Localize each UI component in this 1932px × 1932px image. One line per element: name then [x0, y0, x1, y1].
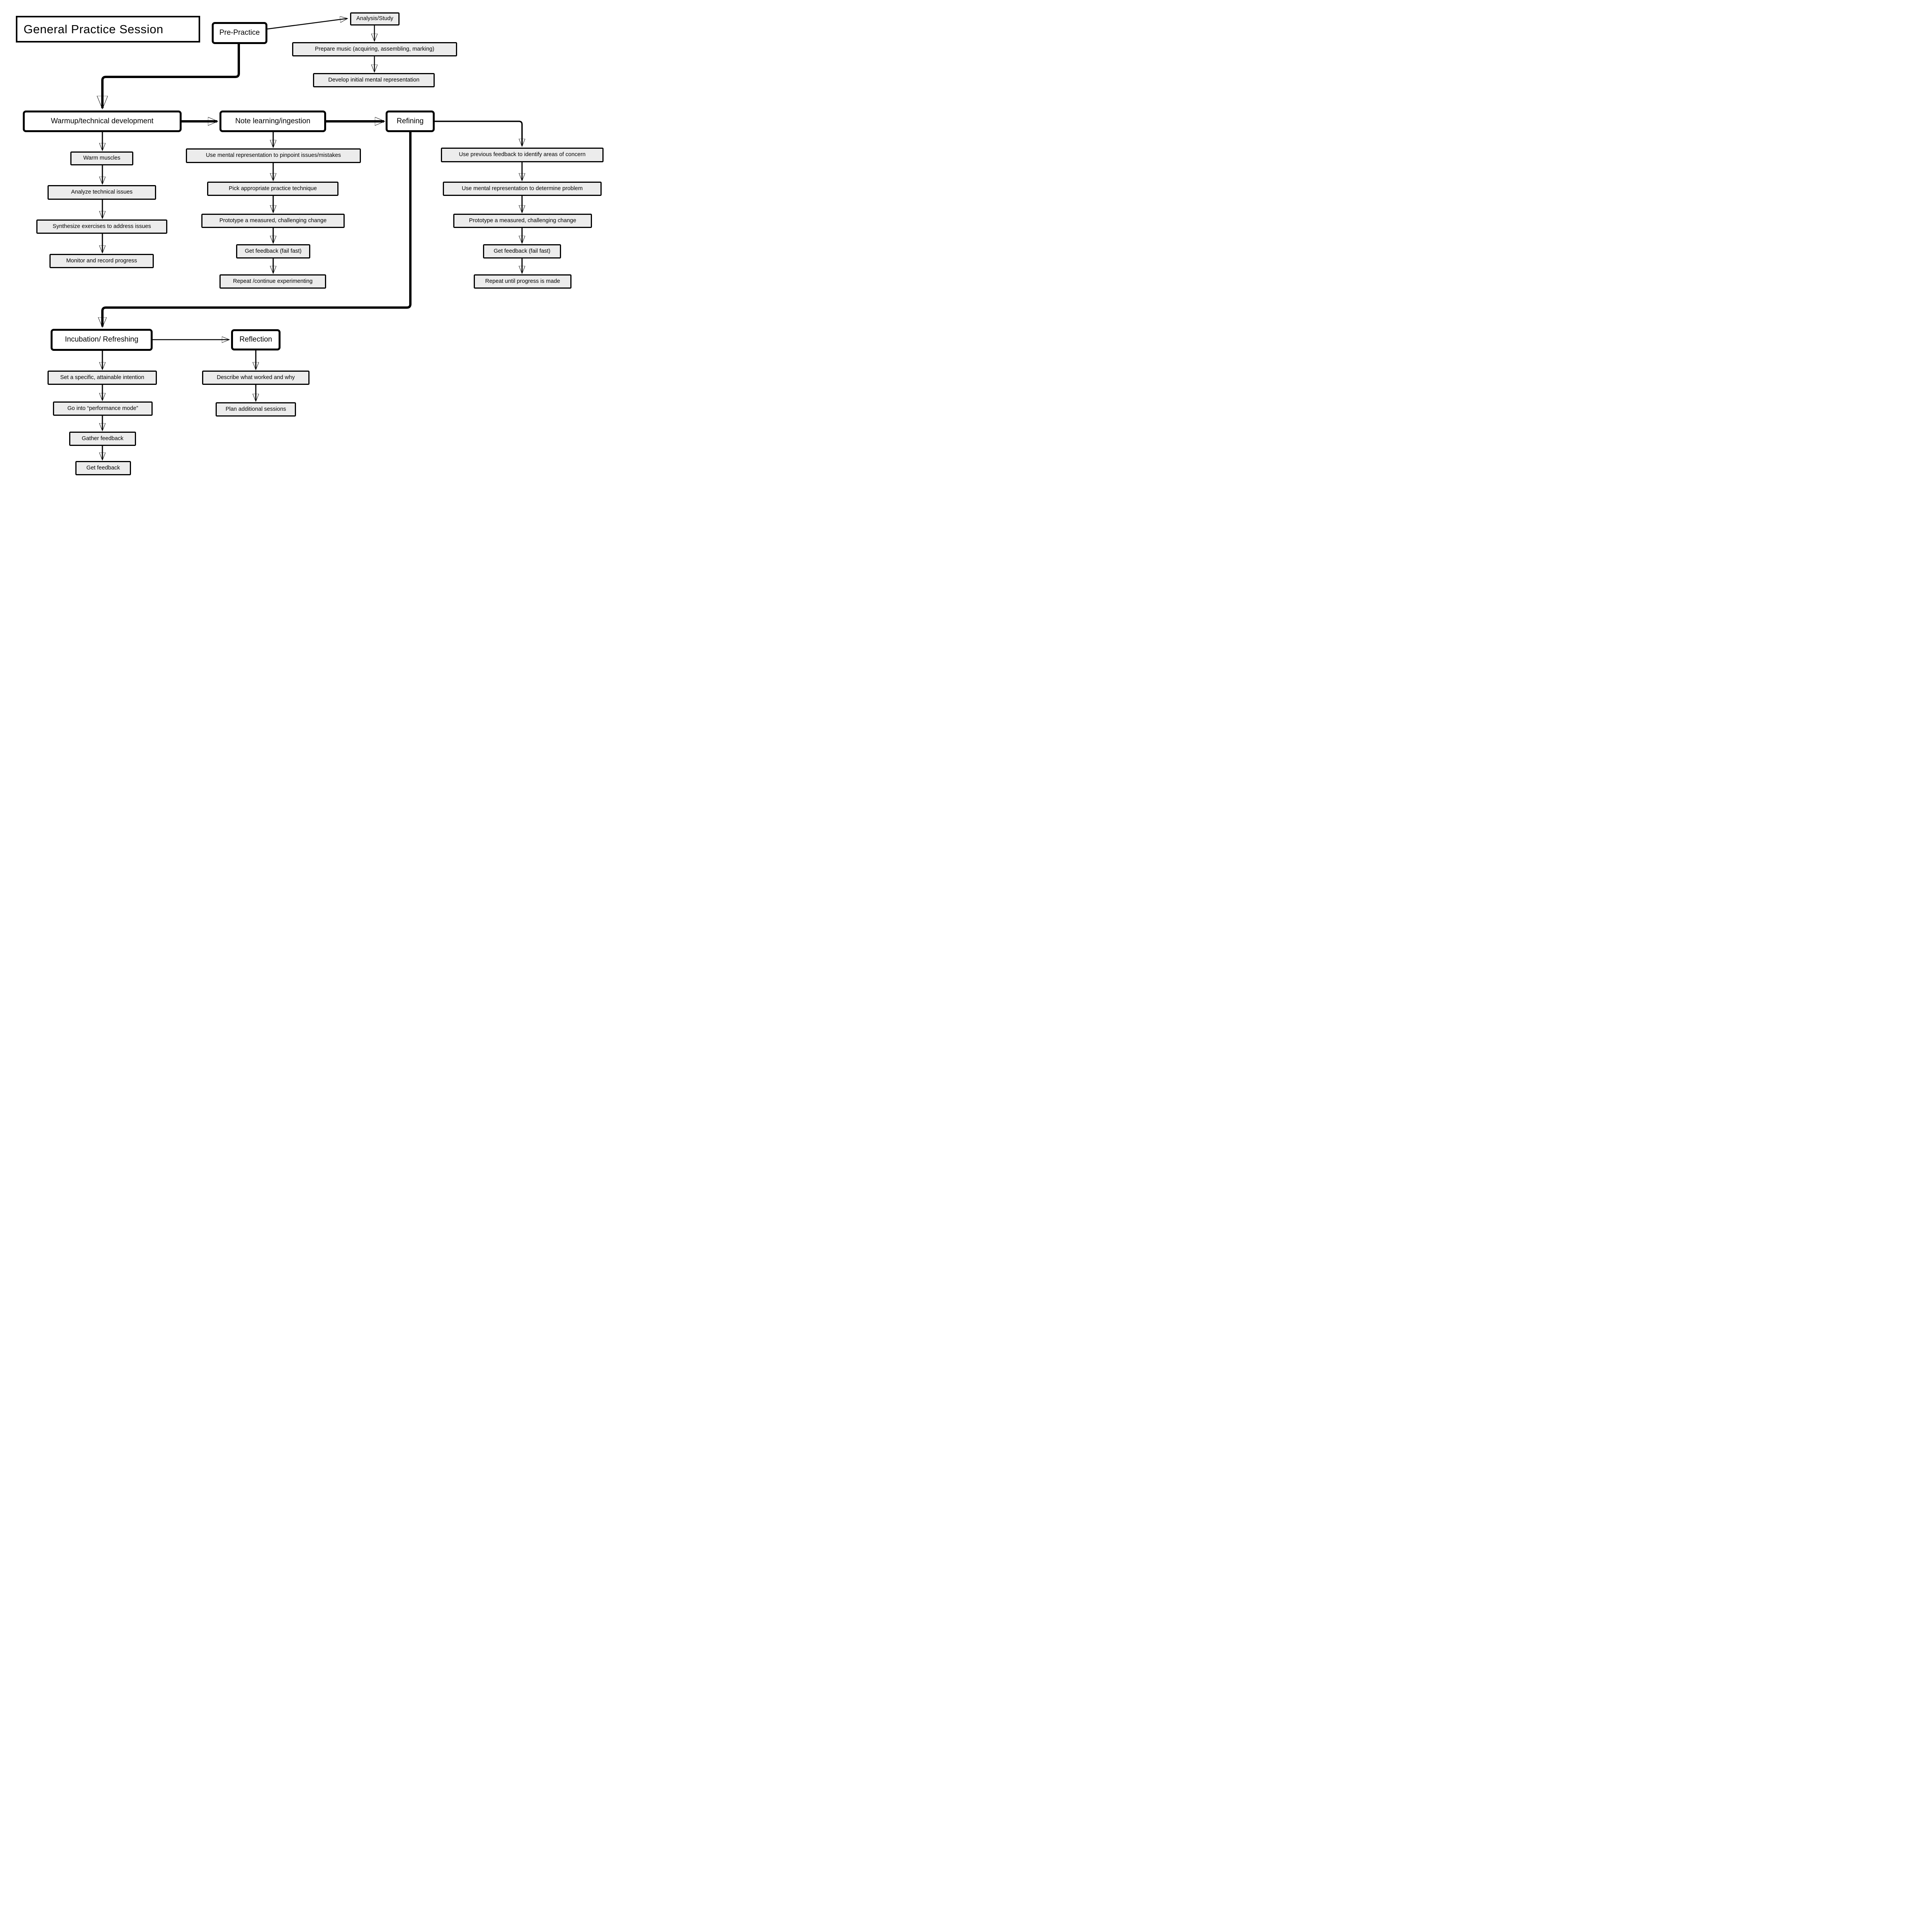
- node-prototype-change-right: Prototype a measured, challenging change: [453, 214, 592, 228]
- node-note-learning-ingestion: Note learning/ingestion: [219, 111, 326, 132]
- node-synthesize-exercises: Synthesize exercises to address issues: [36, 219, 167, 234]
- node-performance-mode: Go into “performance mode”: [53, 401, 153, 416]
- node-pick-practice-technique: Pick appropriate practice technique: [207, 182, 338, 196]
- node-describe-what-worked: Describe what worked and why: [202, 371, 310, 385]
- node-reflection: Reflection: [231, 329, 281, 350]
- node-analyze-technical-issues: Analyze technical issues: [48, 185, 156, 200]
- arrow-refining-to-previous-feedback: [435, 121, 522, 146]
- connector-layer: [0, 0, 638, 493]
- node-plan-additional-sessions: Plan additional sessions: [216, 402, 296, 417]
- node-pre-practice: Pre-Practice: [212, 22, 267, 44]
- node-repeat-until-progress: Repeat until progress is made: [474, 274, 571, 289]
- node-prototype-change-mid: Prototype a measured, challenging change: [201, 214, 345, 228]
- node-get-feedback: Get feedback: [75, 461, 131, 475]
- flowchart-canvas: General Practice Session Pre-Practice Wa…: [0, 0, 638, 493]
- node-analysis-study: Analysis/Study: [350, 12, 400, 26]
- arrow-pre-practice-to-analysis: [267, 19, 347, 30]
- node-previous-feedback-areas-of-concern: Use previous feedback to identify areas …: [441, 148, 604, 162]
- node-develop-mental-representation: Develop initial mental representation: [313, 73, 435, 87]
- node-gather-feedback: Gather feedback: [69, 432, 136, 446]
- node-set-attainable-intention: Set a specific, attainable intention: [48, 371, 157, 385]
- node-determine-problem: Use mental representation to determine p…: [443, 182, 602, 196]
- node-incubation-refreshing: Incubation/ Refreshing: [51, 329, 153, 351]
- node-warm-muscles: Warm muscles: [70, 151, 133, 165]
- arrow-refining-to-incubation: [102, 132, 412, 327]
- node-repeat-continue-experimenting: Repeat /continue experimenting: [219, 274, 326, 289]
- node-warmup-technical-development: Warmup/technical development: [23, 111, 182, 132]
- node-prepare-music: Prepare music (acquiring, assembling, ma…: [292, 42, 457, 56]
- arrow-pre-practice-to-warmup: [102, 44, 240, 108]
- node-pinpoint-issues-mistakes: Use mental representation to pinpoint is…: [186, 148, 361, 163]
- node-get-feedback-fail-fast-mid: Get feedback (fail fast): [236, 244, 310, 259]
- node-get-feedback-fail-fast-right: Get feedback (fail fast): [483, 244, 561, 259]
- diagram-title: General Practice Session: [16, 16, 200, 43]
- node-refining: Refining: [386, 111, 435, 132]
- node-monitor-record-progress: Monitor and record progress: [49, 254, 154, 268]
